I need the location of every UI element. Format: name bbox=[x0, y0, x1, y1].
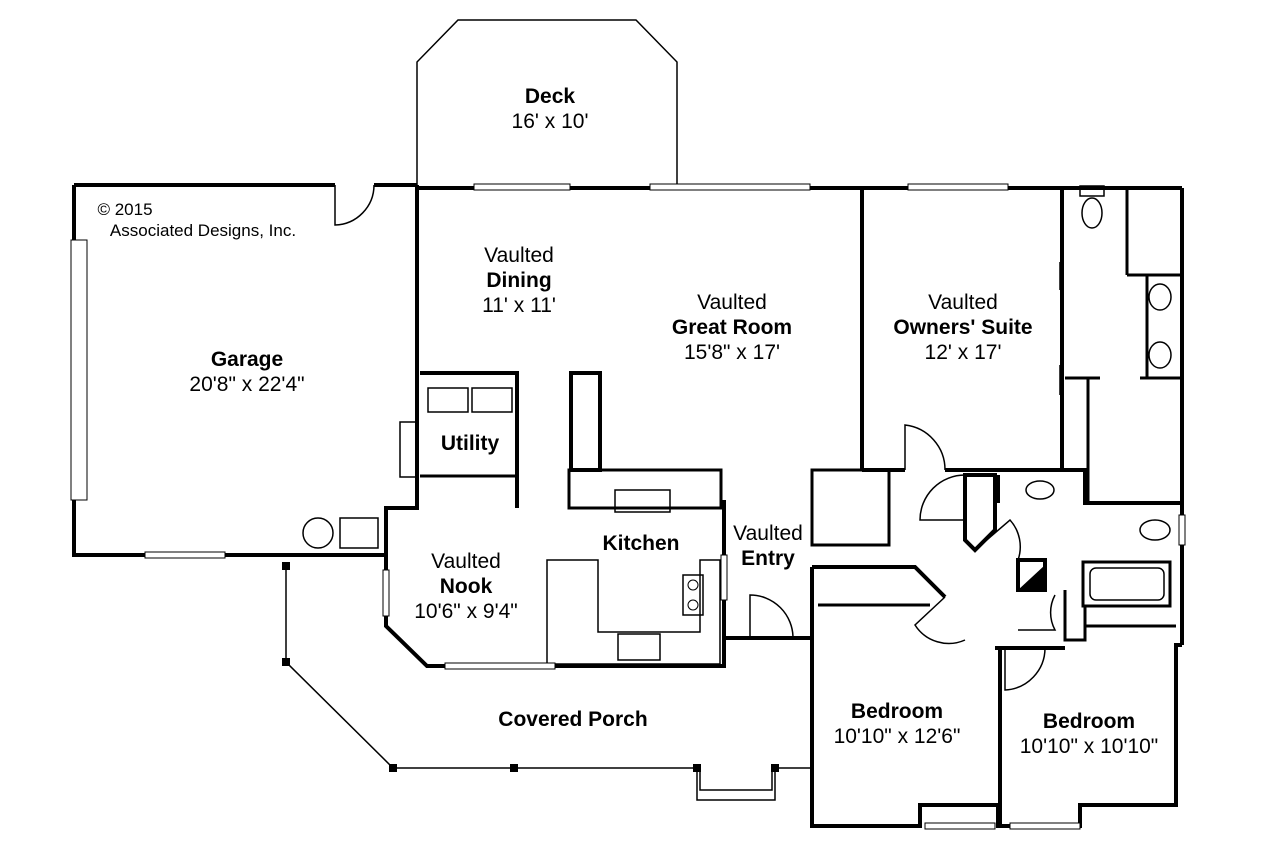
room-label-great-room: Vaulted Great Room 15'8" x 17' bbox=[672, 291, 792, 364]
room-label-bedroom-1: Bedroom 10'10" x 12'6" bbox=[834, 700, 961, 748]
entry-name: Entry bbox=[741, 547, 795, 570]
room-label-covered-porch: Covered Porch bbox=[498, 708, 647, 731]
garage-name: Garage bbox=[211, 348, 283, 371]
room-label-deck: Deck 16' x 10' bbox=[512, 85, 589, 133]
windows bbox=[70, 183, 1186, 830]
bedroom-1-size: 10'10" x 12'6" bbox=[834, 725, 961, 748]
deck-name: Deck bbox=[525, 85, 576, 108]
bedroom-1-name: Bedroom bbox=[851, 700, 943, 723]
nook-size: 10'6" x 9'4" bbox=[414, 600, 518, 623]
bedroom-2-size: 10'10" x 10'10" bbox=[1020, 735, 1159, 758]
deck-size: 16' x 10' bbox=[512, 110, 589, 133]
room-label-garage: Garage 20'8" x 22'4" bbox=[189, 348, 304, 396]
dining-size: 11' x 11' bbox=[482, 294, 556, 317]
owners-suite-prefix: Vaulted bbox=[928, 291, 998, 314]
owners-suite-size: 12' x 17' bbox=[925, 341, 1002, 364]
kitchen-name: Kitchen bbox=[602, 532, 679, 555]
copyright-company: Associated Designs, Inc. bbox=[110, 221, 296, 240]
garage-size: 20'8" x 22'4" bbox=[189, 373, 304, 396]
room-label-nook: Vaulted Nook 10'6" x 9'4" bbox=[414, 550, 518, 623]
room-label-owners-suite: Vaulted Owners' Suite 12' x 17' bbox=[893, 291, 1032, 364]
bedroom-2-name: Bedroom bbox=[1043, 710, 1135, 733]
entry-prefix: Vaulted bbox=[733, 522, 803, 545]
room-label-utility: Utility bbox=[441, 432, 500, 455]
covered-porch-outline bbox=[282, 562, 812, 801]
owners-suite-name: Owners' Suite bbox=[893, 316, 1032, 339]
great-room-prefix: Vaulted bbox=[697, 291, 767, 314]
copyright-year: © 2015 bbox=[97, 200, 152, 219]
deck-outline bbox=[416, 19, 678, 185]
dining-prefix: Vaulted bbox=[484, 244, 554, 267]
room-label-entry: Vaulted Entry bbox=[733, 522, 803, 570]
utility-name: Utility bbox=[441, 432, 500, 455]
copyright-notice: © 2015 Associated Designs, Inc. bbox=[97, 200, 296, 240]
great-room-name: Great Room bbox=[672, 316, 792, 339]
doors bbox=[334, 184, 1061, 691]
covered-porch-name: Covered Porch bbox=[498, 708, 647, 731]
room-label-dining: Vaulted Dining 11' x 11' bbox=[482, 244, 556, 317]
fixtures bbox=[302, 185, 1172, 661]
room-label-bedroom-2: Bedroom 10'10" x 10'10" bbox=[1020, 710, 1159, 758]
dining-name: Dining bbox=[486, 269, 551, 292]
nook-name: Nook bbox=[440, 575, 493, 598]
room-label-kitchen: Kitchen bbox=[602, 532, 679, 555]
great-room-size: 15'8" x 17' bbox=[684, 341, 780, 364]
nook-prefix: Vaulted bbox=[431, 550, 501, 573]
interior-walls bbox=[415, 185, 1182, 665]
